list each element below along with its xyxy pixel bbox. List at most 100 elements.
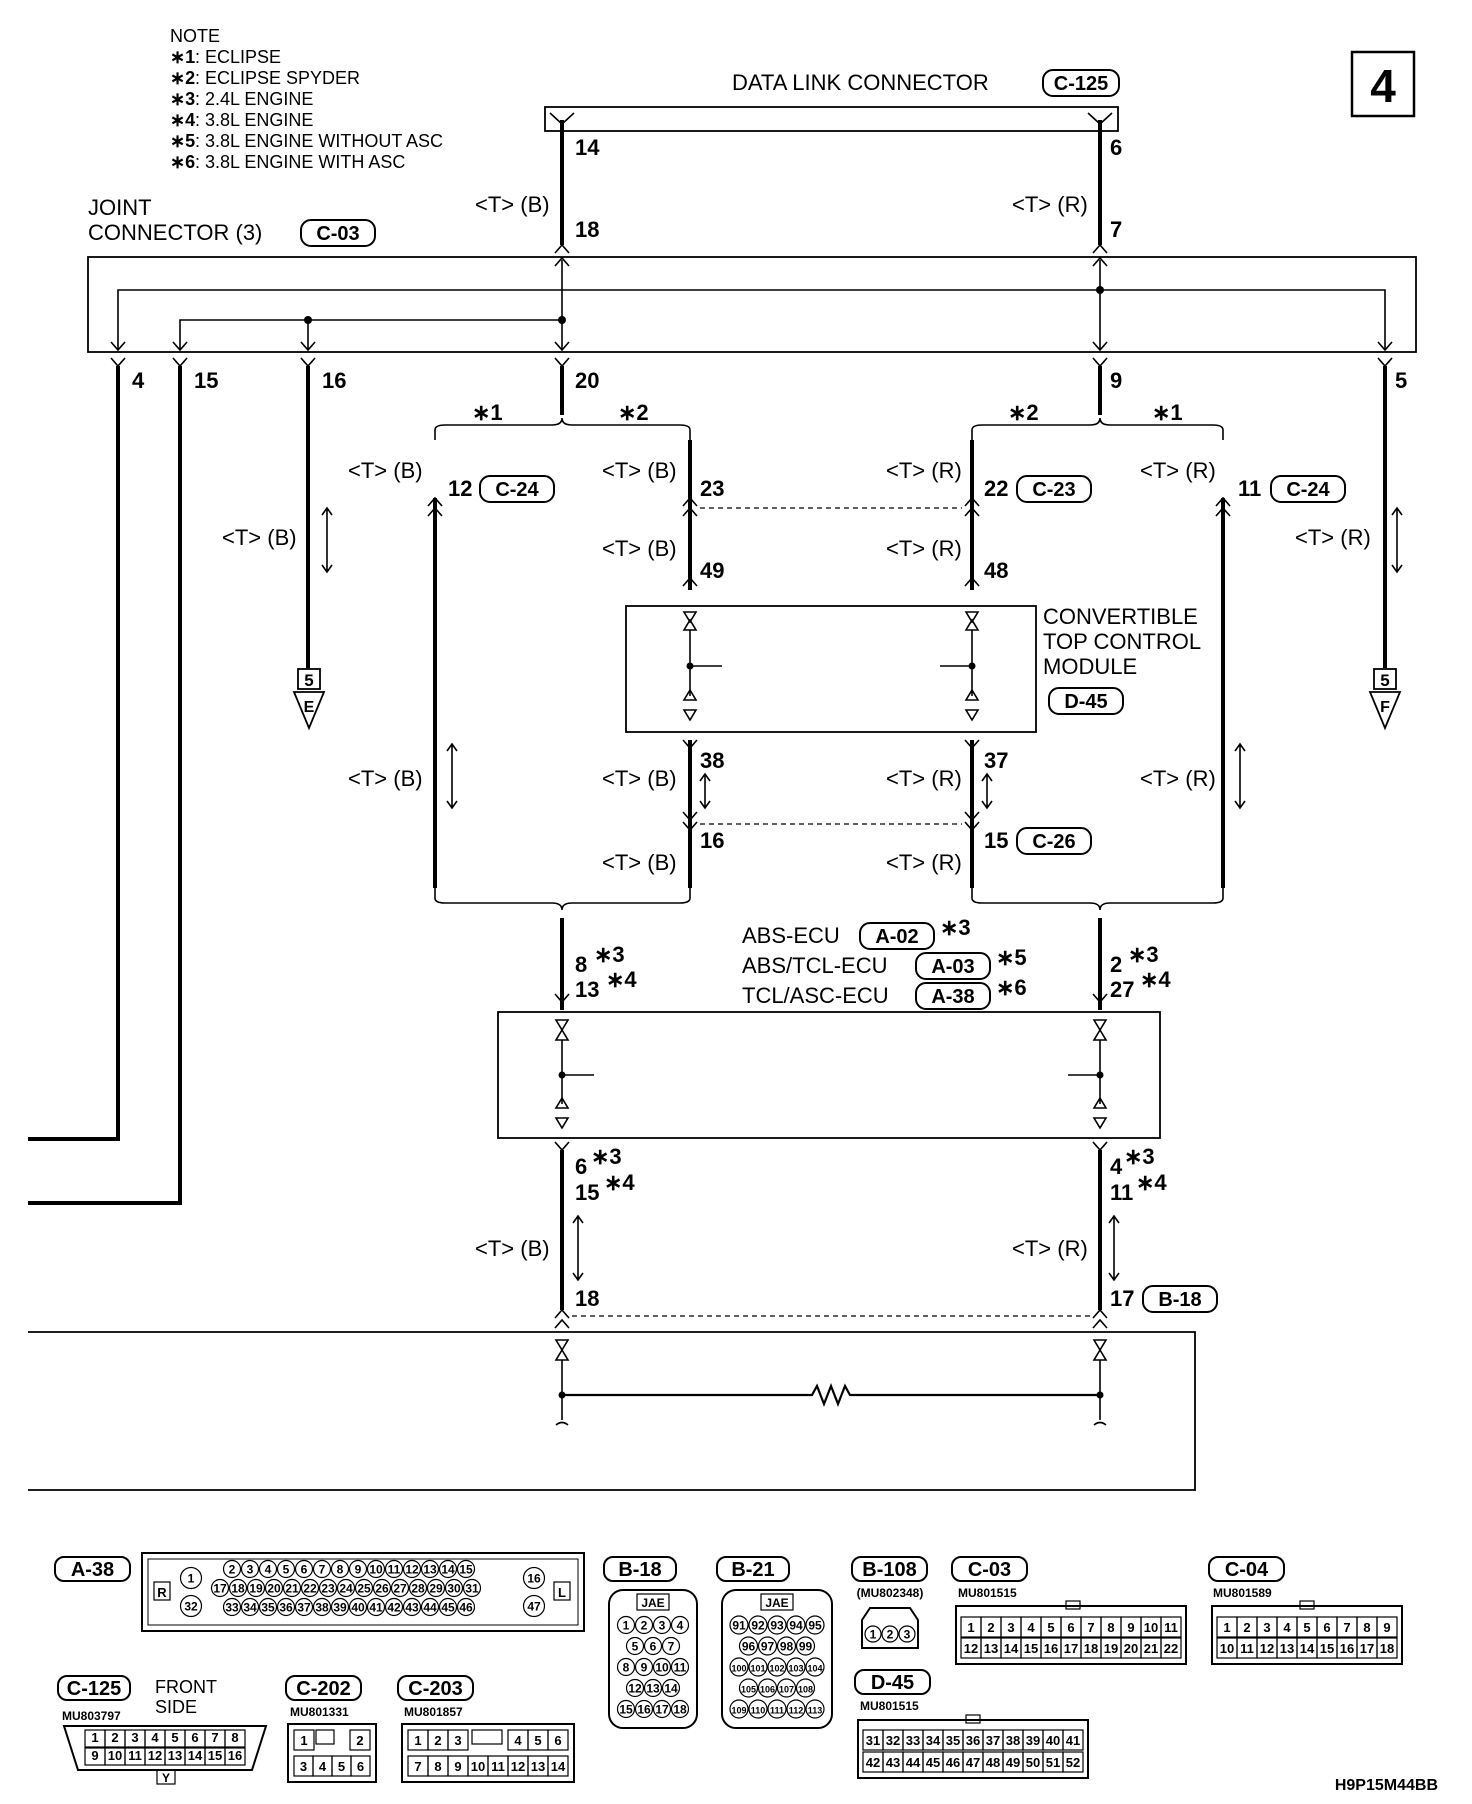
- ecu-labels: ABS-ECU A-02 ∗3 ABS/TCL-ECU A-03 ∗5 TCL/…: [742, 915, 1027, 1010]
- note-text-3: : 2.4L ENGINE: [195, 89, 313, 109]
- c03-pin: 12: [964, 1641, 978, 1656]
- a38-pin: 30: [447, 1582, 461, 1596]
- a38-cavity: [456, 1597, 476, 1617]
- b18-pin: 10: [655, 1661, 669, 1675]
- a38-cavity: [276, 1597, 296, 1617]
- label-tr-right-mid: <T> (R): [1140, 766, 1216, 791]
- c203-part: MU801857: [404, 1705, 463, 1719]
- svg-text:∗4: ∗4: [604, 1170, 635, 1195]
- c202-pin: 5: [338, 1759, 345, 1774]
- svg-text:TCL/ASC-ECU: TCL/ASC-ECU: [742, 983, 889, 1008]
- a38-cavity: [312, 1559, 332, 1579]
- d45-pin: 36: [966, 1733, 980, 1748]
- d45-pin: 37: [986, 1733, 1000, 1748]
- a38-cavity: [240, 1597, 260, 1617]
- b108-part: (MU802348): [857, 1586, 924, 1600]
- b21-pin: 99: [799, 1640, 813, 1654]
- pin-c24-11: 11: [1238, 476, 1261, 501]
- b21-maker-box: [760, 1593, 794, 1611]
- b21-pin: 98: [780, 1640, 794, 1654]
- label-tb-b18: <T> (B): [475, 1236, 550, 1261]
- a38-pin: 28: [411, 1582, 425, 1596]
- c04-cell: [1376, 1637, 1398, 1659]
- a38-pin: 6: [301, 1563, 308, 1577]
- c04-pin: 12: [1260, 1641, 1274, 1656]
- a38-pin: 16: [527, 1572, 541, 1586]
- svg-text:∗3: ∗3: [940, 915, 971, 940]
- a38-cavity: [348, 1559, 368, 1579]
- a38-pin: 5: [283, 1563, 290, 1577]
- b18-cavity: [670, 1699, 690, 1719]
- a38-cavity: [354, 1578, 374, 1598]
- a38-cavity: [456, 1559, 476, 1579]
- c03-pin: 8: [1107, 1620, 1114, 1635]
- data-link-connector: DATA LINK CONNECTOR C-125: [544, 69, 1120, 132]
- c125-pin: 15: [208, 1748, 222, 1763]
- a38-pin: 46: [459, 1601, 473, 1615]
- c202-lock: [315, 1729, 335, 1745]
- d45-pin: 42: [866, 1755, 880, 1770]
- connector-code-box: [397, 1675, 474, 1701]
- note-mark-4: ∗4: [170, 110, 195, 130]
- pin-37: 37: [984, 748, 1008, 773]
- c125-pin: 3: [131, 1730, 138, 1745]
- b21-cavity: [805, 1615, 825, 1635]
- b18-pin: 6: [650, 1640, 657, 1654]
- b18-cavity: [643, 1636, 663, 1656]
- a38-cavity: [522, 1594, 546, 1618]
- c03-pin: 21: [1144, 1641, 1158, 1656]
- brace-left-bottom: [434, 888, 691, 911]
- label-tb-c24-left: <T> (B): [348, 458, 423, 483]
- c04-pin: 14: [1300, 1641, 1315, 1656]
- b21-body: [721, 1589, 833, 1729]
- c203-pin: 4: [514, 1733, 522, 1748]
- c203-pin: 6: [554, 1733, 561, 1748]
- svg-text:ABS/TCL-ECU: ABS/TCL-ECU: [742, 953, 887, 978]
- pin-jc-7: 7: [1110, 217, 1122, 242]
- a38-cavity: [420, 1559, 440, 1579]
- c04-pin: 1: [1223, 1620, 1230, 1635]
- a38-pin: 44: [423, 1601, 437, 1615]
- b18-pin: 13: [646, 1682, 660, 1696]
- pin-c23-22: 22: [984, 476, 1008, 501]
- b18-code: B-18: [1158, 1289, 1201, 1311]
- c202-part: MU801331: [290, 1705, 349, 1719]
- c03-pin: 2: [987, 1620, 994, 1635]
- a38-cavity: [372, 1578, 392, 1598]
- b21-cavity: [776, 1636, 797, 1656]
- c203-pin: 11: [491, 1759, 505, 1774]
- b21-pin: 91: [732, 1619, 746, 1633]
- c04-pin: 9: [1383, 1620, 1390, 1635]
- a38-pin: 17: [213, 1582, 227, 1596]
- c125-side1: FRONT: [155, 1677, 217, 1697]
- a38-pin: 9: [355, 1563, 362, 1577]
- a38-cavity: [222, 1597, 242, 1617]
- a38-body: [141, 1552, 585, 1632]
- d45-cell: [1062, 1751, 1084, 1773]
- b18-pin: 2: [641, 1619, 648, 1633]
- connector-code-box: [951, 1556, 1028, 1582]
- a38-cavity: [318, 1578, 338, 1598]
- ctm-line2: TOP CONTROL: [1043, 629, 1201, 654]
- c04-body: [1211, 1605, 1403, 1665]
- d45-pin: 35: [946, 1733, 960, 1748]
- a38-cavity: [348, 1597, 368, 1617]
- jc-bottom-pins: 4 15 16 20 9 5: [110, 341, 1407, 393]
- c125-pin: 14: [188, 1748, 203, 1763]
- a38-cavity: [240, 1559, 260, 1579]
- c03-pin: 5: [1047, 1620, 1054, 1635]
- a38-cavity: [384, 1559, 404, 1579]
- c125-body: [62, 1725, 268, 1771]
- c04-pin: 3: [1263, 1620, 1270, 1635]
- ecu-top-pins: 8 ∗3 13 ∗4 2 ∗3 27 ∗4: [575, 942, 1171, 1002]
- c203-pin: 7: [414, 1759, 421, 1774]
- d45-pin: 44: [906, 1755, 921, 1770]
- c03-pin: 11: [1164, 1620, 1178, 1635]
- c125-pin: 9: [91, 1748, 98, 1763]
- b18-cavity: [661, 1678, 681, 1698]
- ctm-line1: CONVERTIBLE: [1043, 604, 1198, 629]
- b18-cavity: [616, 1657, 636, 1677]
- d45-body: [857, 1719, 1089, 1779]
- c03-pin: 6: [1067, 1620, 1074, 1635]
